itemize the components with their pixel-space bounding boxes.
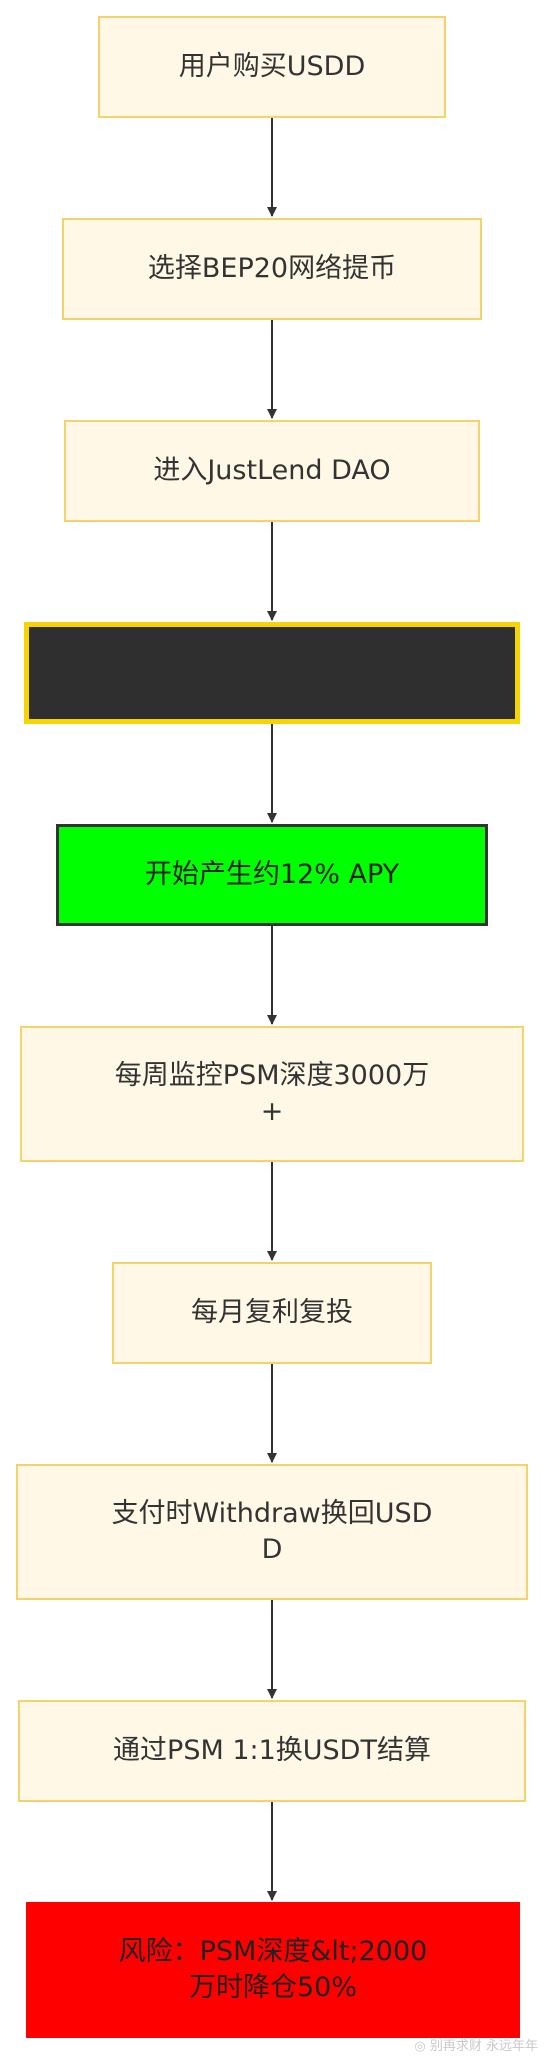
flow-node-5: 开始产生约12% APY	[56, 824, 488, 926]
flow-node-7: 每月复利复投	[112, 1262, 432, 1364]
flow-node-8: 支付时Withdraw换回USD D	[16, 1464, 528, 1600]
flow-node-1: 用户购买USDD	[98, 16, 446, 118]
flow-node-label: 进入JustLend DAO	[153, 455, 391, 486]
flow-node-2: 选择BEP20网络提币	[62, 218, 482, 320]
flow-node-6: 每周监控PSM深度3000万 +	[20, 1026, 524, 1162]
watermark: ◎ 别再求财 永远年年	[414, 2039, 538, 2054]
flow-node-3: 进入JustLend DAO	[64, 420, 480, 522]
flow-node-label: 通过PSM 1:1换USDT结算	[113, 1735, 431, 1766]
flow-node-label: 每周监控PSM深度3000万	[114, 1060, 430, 1091]
flow-node-label: 万时降仓50%	[188, 1972, 357, 2003]
flow-node-label: 选择BEP20网络提币	[147, 253, 397, 284]
flow-node-label: 用户购买USDD	[178, 51, 366, 82]
flow-node-label: 风险：PSM深度&lt;2000	[118, 1936, 428, 1967]
flow-node-label: 开始产生约12% APY	[144, 859, 400, 890]
flow-node-label: D	[261, 1534, 283, 1565]
flow-node-4	[24, 622, 520, 724]
flow-node-label: 每月复利复投	[191, 1297, 353, 1328]
flow-node-10: 风险：PSM深度&lt;2000 万时降仓50%	[26, 1902, 520, 2038]
flow-node-label: +	[260, 1096, 284, 1127]
flow-node-9: 通过PSM 1:1换USDT结算	[18, 1700, 526, 1802]
flow-node-label: 支付时Withdraw换回USD	[111, 1498, 433, 1529]
